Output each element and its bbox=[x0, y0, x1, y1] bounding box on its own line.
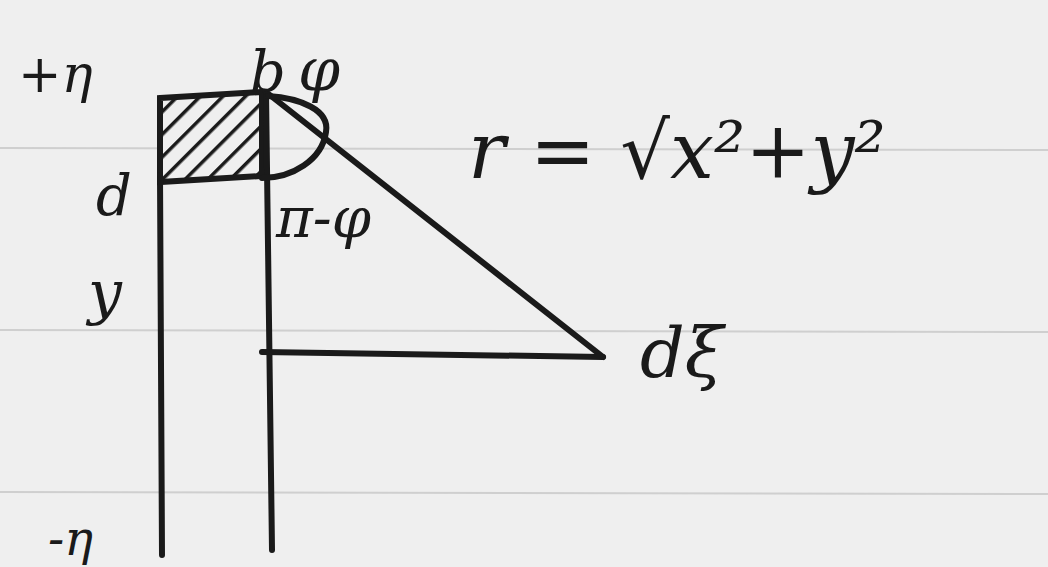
variable-label: y bbox=[88, 262, 122, 322]
variable-label: -η bbox=[48, 514, 93, 562]
angle-label: π-φ bbox=[276, 190, 371, 246]
variable-label: +η bbox=[18, 48, 93, 100]
point-label: b bbox=[250, 44, 286, 100]
differential-label: dξ bbox=[640, 318, 723, 388]
hatched-strip bbox=[160, 92, 262, 182]
differential-label: d bbox=[96, 168, 132, 224]
formula-label: r = √x²+y² bbox=[468, 112, 886, 190]
angle-label: φ bbox=[298, 40, 340, 100]
